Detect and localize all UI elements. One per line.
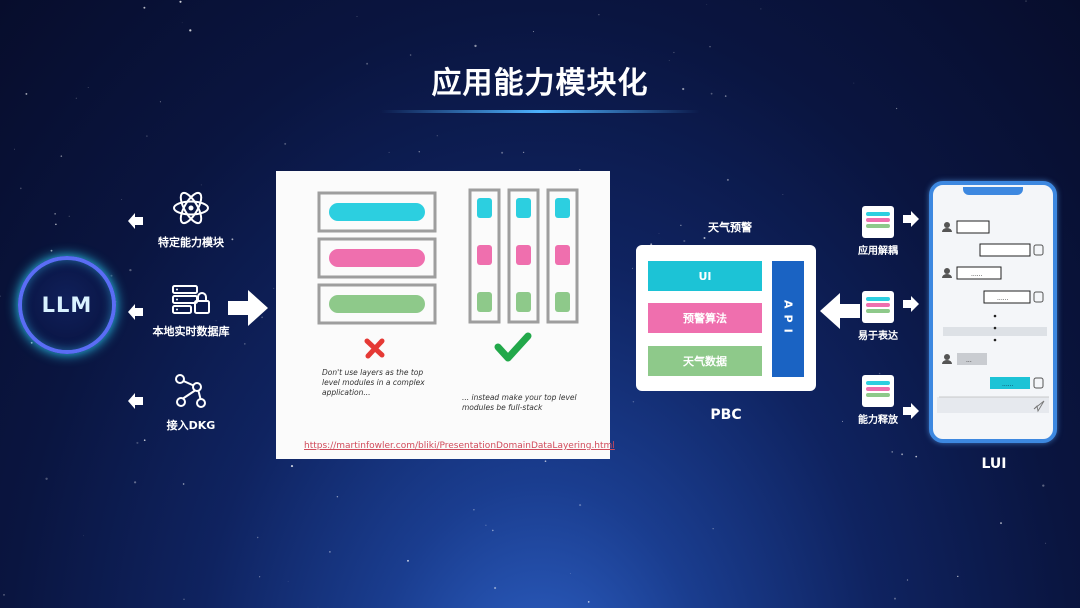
feature-label: 接入DKG bbox=[166, 419, 216, 432]
page-title: 应用能力模块化 bbox=[431, 66, 649, 101]
pbc-ui-row: UI bbox=[648, 261, 762, 291]
api-bar: API bbox=[772, 261, 804, 377]
layering-illustration bbox=[317, 188, 579, 362]
feature-special-module: 特定能力模块 bbox=[136, 188, 246, 250]
right-item-decoupling: 应用解耦 bbox=[838, 206, 918, 257]
arrow-right-icon bbox=[228, 290, 268, 326]
feature-label: 本地实时数据库 bbox=[152, 325, 230, 338]
secure-database-icon bbox=[172, 285, 210, 314]
chat-message-right: ...... bbox=[990, 377, 1044, 389]
caption-full-stack: ... instead make your top level modules … bbox=[462, 393, 577, 412]
svg-text:......: ...... bbox=[997, 295, 1009, 302]
pbc-data-row: 天气数据 bbox=[648, 346, 762, 376]
phone-notch bbox=[963, 187, 1023, 195]
arrow-right-icon bbox=[903, 296, 919, 312]
caption-layers: Don't use layers as the top level module… bbox=[322, 368, 425, 397]
document-icon bbox=[862, 206, 894, 238]
cross-icon bbox=[364, 338, 385, 359]
title-underline bbox=[380, 110, 700, 113]
arrow-left-icon bbox=[128, 213, 143, 229]
llm-label: LLM bbox=[41, 293, 93, 317]
right-item-release: 能力释放 bbox=[838, 375, 918, 426]
svg-text:......: ...... bbox=[1002, 381, 1014, 388]
document-icon bbox=[862, 375, 894, 407]
atom-icon bbox=[173, 191, 209, 225]
right-item-expressive: 易于表达 bbox=[838, 291, 918, 342]
chat-message-left bbox=[942, 220, 990, 234]
knowledge-graph-icon bbox=[175, 374, 206, 408]
send-icon bbox=[1033, 400, 1045, 413]
check-icon bbox=[494, 332, 532, 362]
feature-label: 特定能力模块 bbox=[158, 236, 224, 249]
feature-dkg: 接入DKG bbox=[136, 371, 246, 433]
arrow-left-icon bbox=[128, 304, 143, 320]
svg-text:......: ...... bbox=[971, 271, 983, 278]
arrow-left-icon bbox=[128, 393, 143, 409]
chat-message-right: ...... bbox=[983, 290, 1044, 304]
arrow-right-icon bbox=[903, 403, 919, 419]
document-icon bbox=[862, 291, 894, 323]
chat-message-left: ... bbox=[942, 353, 987, 365]
arrow-left-icon bbox=[820, 293, 860, 329]
svg-text:...: ... bbox=[966, 357, 972, 364]
chat-illustration: ...... ...... ... ...... bbox=[937, 220, 1049, 413]
pbc-algorithm-row: 预警算法 bbox=[648, 303, 762, 333]
arrow-right-icon bbox=[903, 211, 919, 227]
chat-message-right bbox=[979, 243, 1044, 257]
layering-diagram: Don't use layers as the top level module… bbox=[276, 171, 615, 459]
pbc-card: UI 预警算法 天气数据 API bbox=[636, 245, 816, 391]
pbc-label: PBC bbox=[710, 407, 742, 423]
llm-circle: LLM bbox=[18, 256, 116, 354]
feature-local-database: 本地实时数据库 bbox=[136, 283, 246, 339]
phone-mockup: ...... ...... ... ...... bbox=[929, 181, 1057, 443]
source-link[interactable]: https://martinfowler.com/bliki/Presentat… bbox=[304, 441, 615, 451]
right-item-label: 易于表达 bbox=[858, 331, 898, 342]
right-item-label: 能力释放 bbox=[858, 415, 898, 426]
pbc-title: 天气预警 bbox=[708, 221, 752, 234]
chat-message-left: ...... bbox=[942, 266, 1002, 280]
api-label: API bbox=[781, 299, 795, 339]
right-item-label: 应用解耦 bbox=[858, 246, 898, 257]
lui-label: LUI bbox=[981, 456, 1007, 472]
